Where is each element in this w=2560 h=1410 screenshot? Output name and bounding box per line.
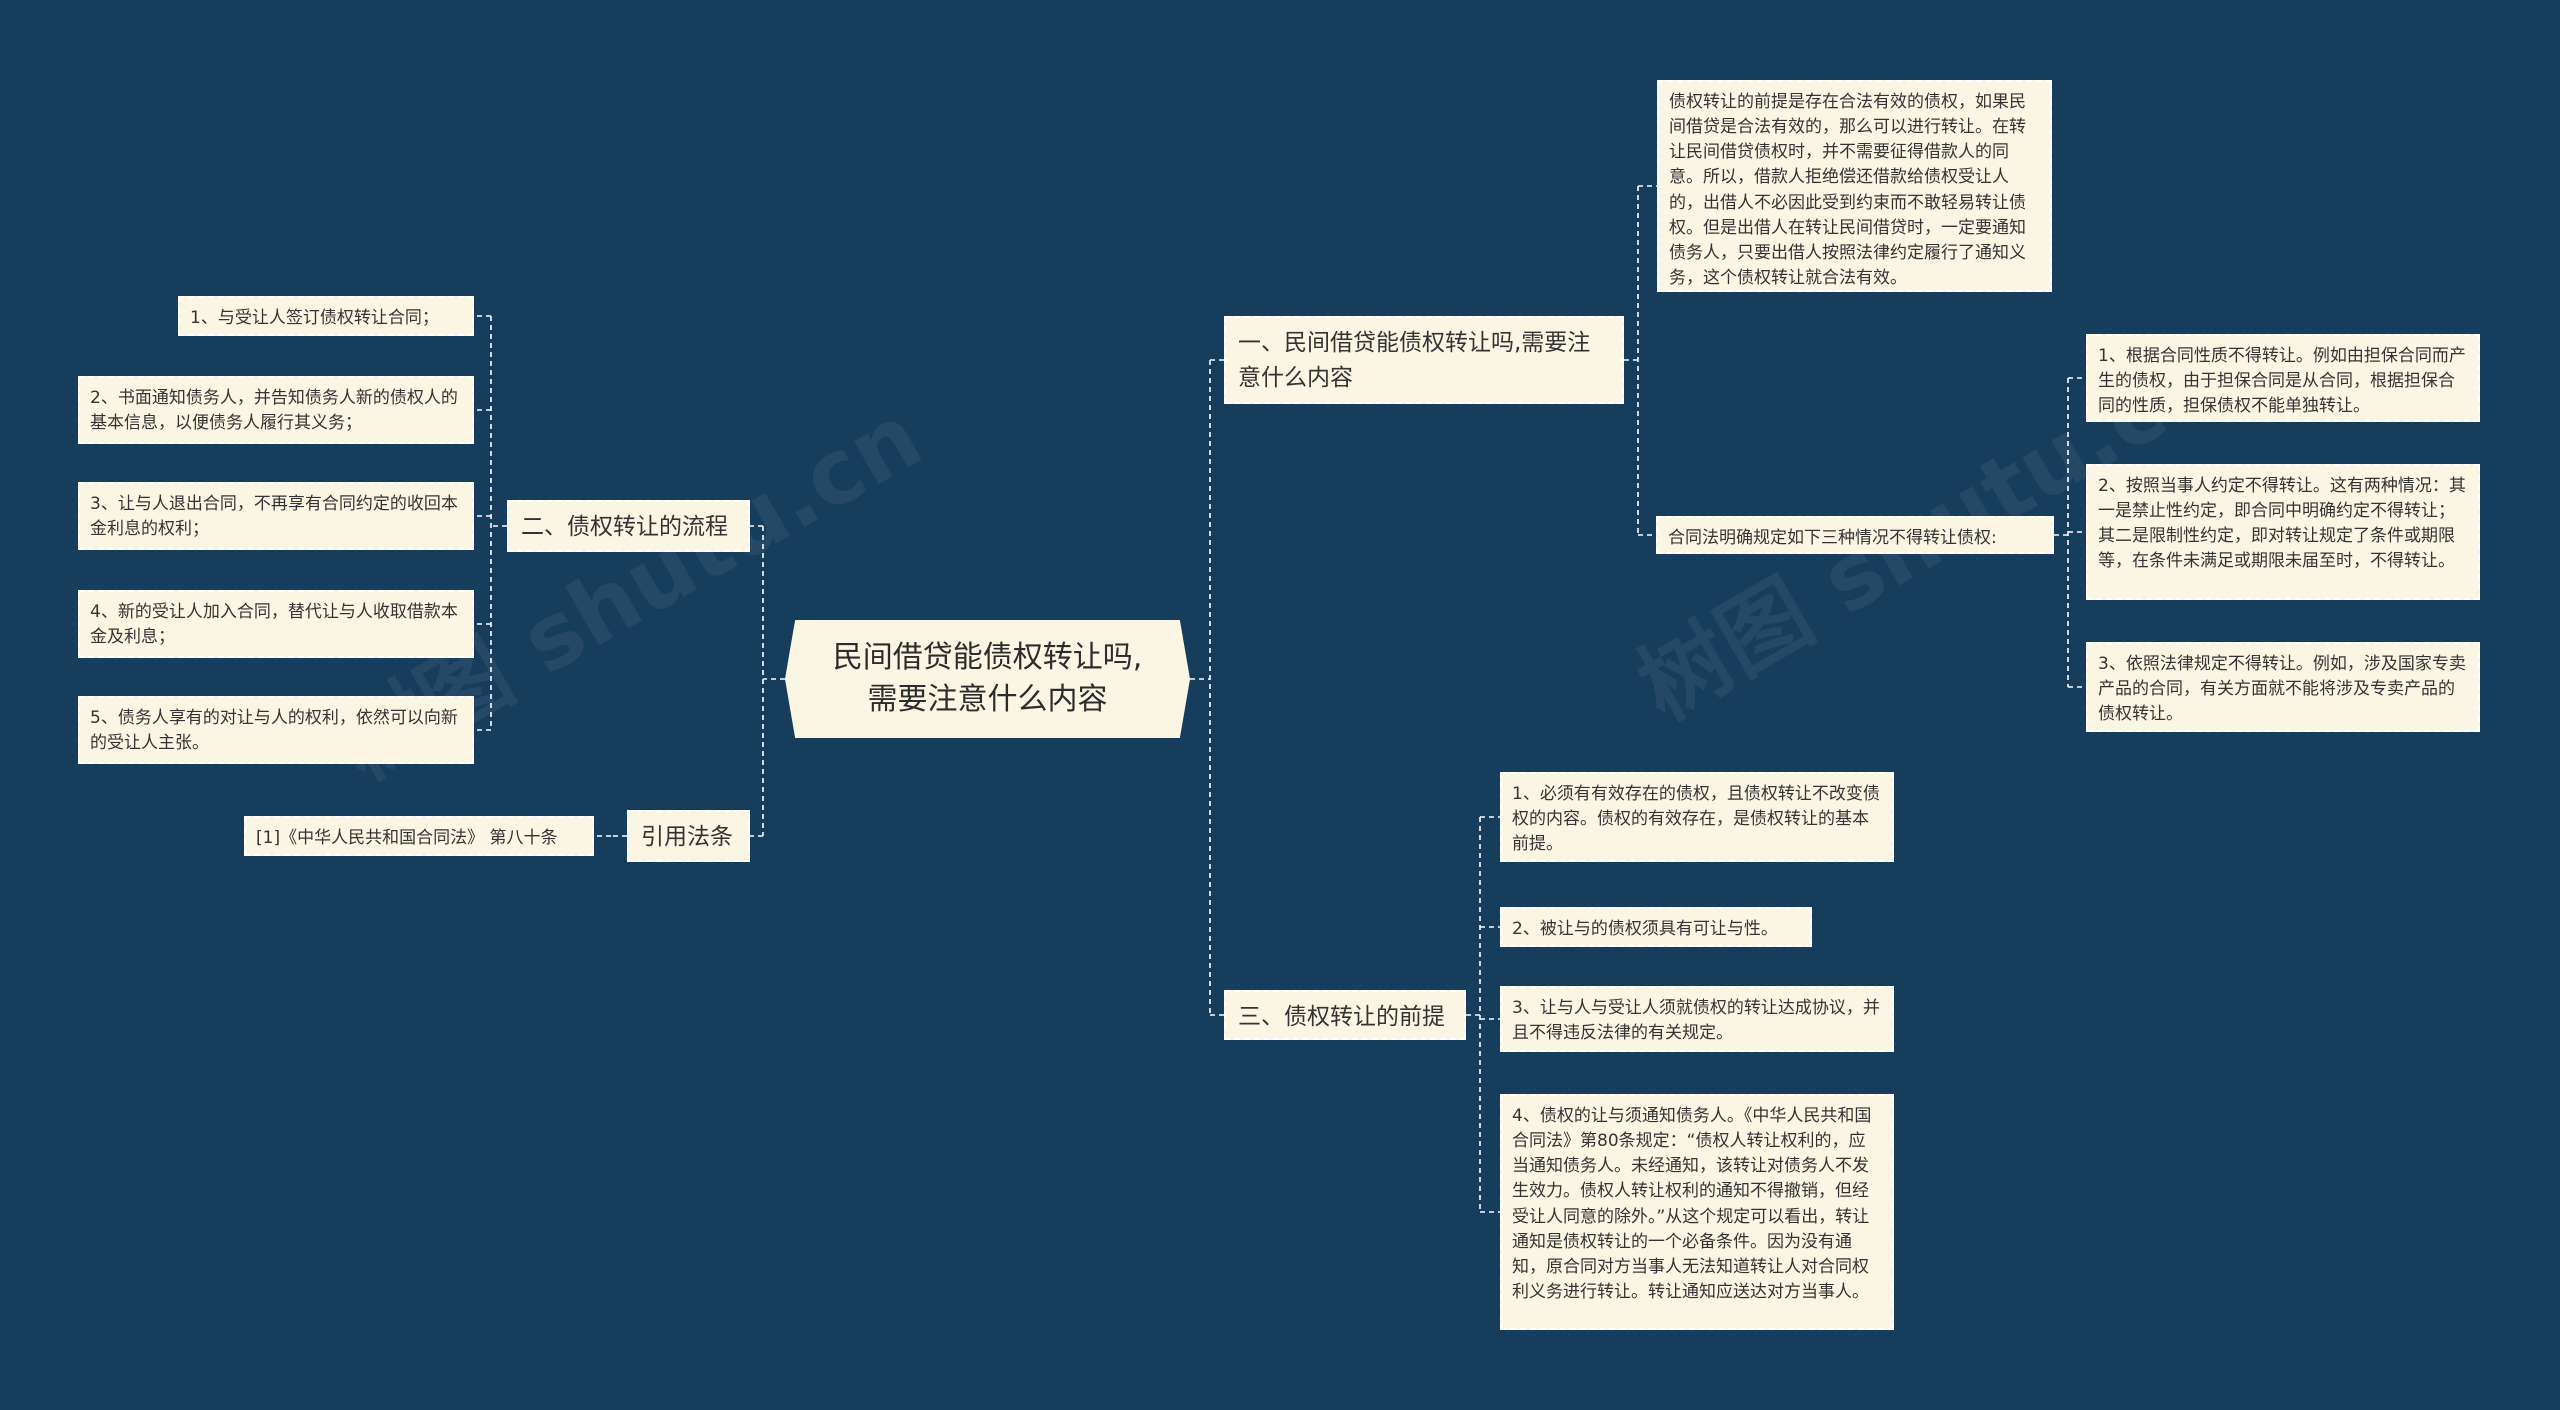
leaf-prerequisite[interactable]: 2、被让与的债权须具有可让与性。 bbox=[1500, 907, 1812, 947]
leaf-text: 债权转让的前提是存在合法有效的债权，如果民间借贷是合法有效的，那么可以进行转让。… bbox=[1669, 92, 2026, 289]
leaf-text: 2、按照当事人约定不得转让。这有两种情况：其一是禁止性约定，即合同中明确约定不得… bbox=[2098, 476, 2466, 572]
leaf-prerequisite[interactable]: 1、必须有有效存在的债权，且债权转让不改变债权的内容。债权的有效存在，是债权转让… bbox=[1500, 772, 1894, 862]
branch-label: 二、债权转让的流程 bbox=[521, 514, 728, 540]
branch-cited-law[interactable]: 引用法条 bbox=[627, 810, 750, 862]
central-topic-label: 民间借贷能债权转让吗,需要注意什么内容 bbox=[832, 640, 1143, 717]
leaf-text: 3、依照法律规定不得转让。例如，涉及国家专卖产品的合同，有关方面就不能将涉及专卖… bbox=[2098, 654, 2466, 725]
leaf-prerequisite[interactable]: 3、让与人与受让人须就债权的转让达成协议，并且不得违反法律的有关规定。 bbox=[1500, 986, 1894, 1052]
leaf-process-step[interactable]: 1、与受让人签订债权转让合同； bbox=[178, 296, 474, 336]
branch-prerequisites[interactable]: 三、债权转让的前提 bbox=[1224, 990, 1466, 1040]
leaf-text: 4、新的受让人加入合同，替代让与人收取借款本金及利息； bbox=[90, 602, 458, 648]
branch-label: 引用法条 bbox=[641, 824, 733, 850]
leaf-text: 1、根据合同性质不得转让。例如由担保合同而产生的债权，由于担保合同是从合同，根据… bbox=[2098, 346, 2466, 417]
leaf-text: 1、必须有有效存在的债权，且债权转让不改变债权的内容。债权的有效存在，是债权转让… bbox=[1512, 784, 1880, 855]
leaf-prohibited-item[interactable]: 2、按照当事人约定不得转让。这有两种情况：其一是禁止性约定，即合同中明确约定不得… bbox=[2086, 464, 2480, 600]
leaf-text: 1、与受让人签订债权转让合同； bbox=[190, 308, 439, 328]
leaf-process-step[interactable]: 5、债务人享有的对让与人的权利，依然可以向新的受让人主张。 bbox=[78, 696, 474, 764]
branch-label: 一、民间借贷能债权转让吗,需要注意什么内容 bbox=[1238, 330, 1591, 391]
leaf-prohibited-cases[interactable]: 合同法明确规定如下三种情况不得转让债权: bbox=[1656, 516, 2054, 554]
leaf-text: 2、书面通知债务人，并告知债务人新的债权人的基本信息，以便债务人履行其义务； bbox=[90, 388, 458, 434]
central-topic[interactable]: 民间借贷能债权转让吗,需要注意什么内容 bbox=[785, 620, 1190, 738]
leaf-prohibited-item[interactable]: 3、依照法律规定不得转让。例如，涉及国家专卖产品的合同，有关方面就不能将涉及专卖… bbox=[2086, 642, 2480, 732]
leaf-text: 4、债权的让与须通知债务人。《中华人民共和国合同法》第80条规定：“债权人转让权… bbox=[1512, 1106, 1872, 1303]
branch-label: 三、债权转让的前提 bbox=[1238, 1004, 1445, 1030]
leaf-prerequisite[interactable]: 4、债权的让与须通知债务人。《中华人民共和国合同法》第80条规定：“债权人转让权… bbox=[1500, 1094, 1894, 1330]
leaf-text: 合同法明确规定如下三种情况不得转让债权: bbox=[1668, 528, 1997, 548]
leaf-text: 3、让与人退出合同，不再享有合同约定的收回本金利息的权利； bbox=[90, 494, 458, 540]
leaf-cited-article[interactable]: [1]《中华人民共和国合同法》 第八十条 bbox=[244, 816, 594, 856]
leaf-process-step[interactable]: 2、书面通知债务人，并告知债务人新的债权人的基本信息，以便债务人履行其义务； bbox=[78, 376, 474, 444]
leaf-text: 3、让与人与受让人须就债权的转让达成协议，并且不得违反法律的有关规定。 bbox=[1512, 998, 1880, 1044]
leaf-text: [1]《中华人民共和国合同法》 第八十条 bbox=[256, 828, 558, 848]
leaf-text: 5、债务人享有的对让与人的权利，依然可以向新的受让人主张。 bbox=[90, 708, 458, 754]
leaf-process-step[interactable]: 4、新的受让人加入合同，替代让与人收取借款本金及利息； bbox=[78, 590, 474, 658]
leaf-process-step[interactable]: 3、让与人退出合同，不再享有合同约定的收回本金利息的权利； bbox=[78, 482, 474, 550]
leaf-transfer-detail[interactable]: 债权转让的前提是存在合法有效的债权，如果民间借贷是合法有效的，那么可以进行转让。… bbox=[1657, 80, 2052, 292]
branch-can-transfer[interactable]: 一、民间借贷能债权转让吗,需要注意什么内容 bbox=[1224, 316, 1624, 404]
leaf-text: 2、被让与的债权须具有可让与性。 bbox=[1512, 919, 1778, 939]
branch-transfer-process[interactable]: 二、债权转让的流程 bbox=[507, 500, 750, 552]
leaf-prohibited-item[interactable]: 1、根据合同性质不得转让。例如由担保合同而产生的债权，由于担保合同是从合同，根据… bbox=[2086, 334, 2480, 422]
